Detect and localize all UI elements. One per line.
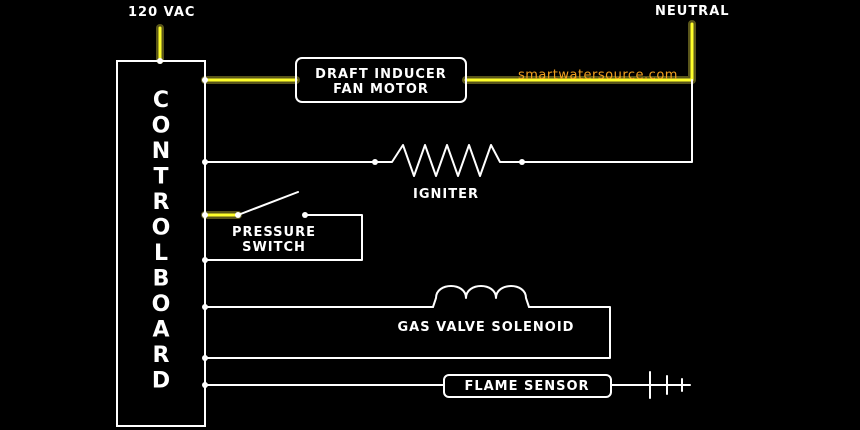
- watermark: smartwatersource.com: [518, 68, 678, 83]
- control-board-letter: A: [152, 318, 169, 343]
- pressure-switch-blade: [237, 191, 299, 216]
- control-board-letter: N: [152, 139, 170, 164]
- inducer-box: [295, 57, 467, 103]
- control-board-letter: D: [152, 369, 170, 394]
- control-board-letter: T: [153, 165, 168, 190]
- inducer-label-1: DRAFT INDUCER: [315, 67, 447, 82]
- inducer-label-2: FAN MOTOR: [333, 82, 429, 97]
- igniter-circuit: [204, 79, 693, 177]
- flame-sensor-label: FLAME SENSOR: [464, 379, 589, 394]
- control-board-letter: B: [153, 267, 170, 292]
- pressure-switch-label-2: SWITCH: [242, 240, 306, 255]
- control-board-letter: C: [153, 88, 169, 113]
- gas-valve-circuit: [204, 285, 611, 359]
- igniter-resistor-symbol: [374, 144, 523, 177]
- control-board-letter: R: [153, 343, 170, 368]
- control-board-letter: L: [154, 241, 168, 266]
- pressure-switch-circuit: [204, 191, 363, 261]
- gas-valve-label: GAS VALVE SOLENOID: [398, 320, 575, 335]
- supply-label: 120 VAC: [128, 5, 195, 20]
- flame-sensor-circuit: [204, 371, 691, 399]
- control-board-letter: O: [152, 114, 171, 139]
- control-board-letter: O: [152, 216, 171, 241]
- neutral-label: NEUTRAL: [655, 4, 730, 19]
- ground-symbol: [649, 371, 683, 399]
- igniter-label: IGNITER: [413, 187, 479, 202]
- control-board-letter: R: [153, 190, 170, 215]
- solenoid-coil-symbol: [432, 285, 530, 308]
- pressure-switch-label-1: PRESSURE: [232, 225, 316, 240]
- board-terminals: [157, 58, 208, 388]
- control-board-letter: O: [152, 292, 171, 317]
